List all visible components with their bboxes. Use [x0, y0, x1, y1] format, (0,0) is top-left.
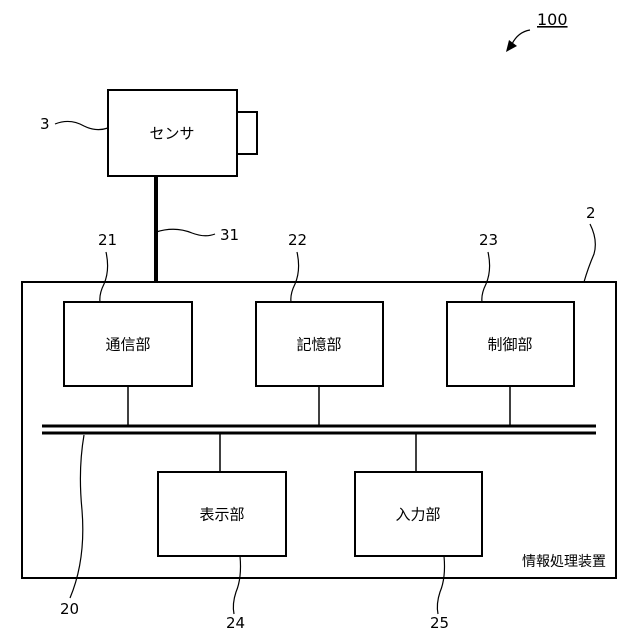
display-unit-ref-label: 24: [226, 614, 245, 632]
sensor-ref-label: 3: [40, 115, 50, 133]
figure-ref-arrow: [512, 30, 530, 44]
comm-unit-ref-label: 21: [98, 231, 117, 249]
control-unit-ref-label: 23: [479, 231, 498, 249]
display-unit-label: 表示部: [199, 506, 244, 524]
sensor-lens: [237, 112, 257, 154]
figure-ref-label: 100: [537, 10, 568, 29]
comm-unit-label: 通信部: [105, 336, 150, 354]
storage-unit-label: 記憶部: [296, 336, 341, 354]
cable-ref-leader: [156, 229, 215, 236]
sensor-ref-leader: [55, 121, 108, 129]
device-ref-label: 2: [586, 204, 596, 222]
storage-unit-ref-label: 22: [288, 231, 307, 249]
sensor-label: センサ: [149, 125, 194, 143]
device-ref-leader: [584, 224, 595, 282]
bus-ref-label: 20: [60, 600, 79, 618]
control-unit-label: 制御部: [487, 336, 532, 354]
figure-ref-arrowhead: [506, 40, 517, 52]
input-unit-label: 入力部: [395, 506, 440, 524]
device-label: 情報処理装置: [522, 554, 606, 570]
input-unit-ref-label: 25: [430, 614, 449, 632]
cable-ref-label: 31: [220, 226, 239, 244]
